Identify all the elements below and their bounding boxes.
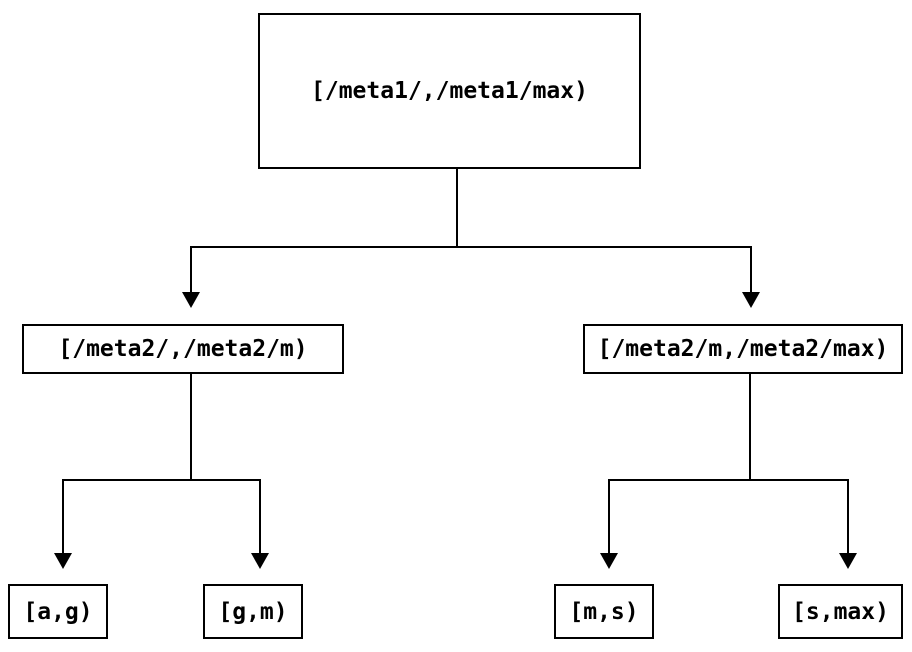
- node-label: [m,s): [569, 598, 639, 625]
- node-label: [a,g): [23, 598, 93, 625]
- tree-node-leaf-smax: [s,max): [778, 584, 903, 639]
- arrow-down-icon: [251, 553, 269, 569]
- right-branch: [600, 374, 857, 569]
- arrow-down-icon: [182, 292, 200, 308]
- arrow-down-icon: [742, 292, 760, 308]
- node-label: [g,m): [218, 598, 288, 625]
- tree-node-meta2-left: [/meta2/,/meta2/m): [22, 324, 344, 374]
- node-label: [/meta2/,/meta2/m): [58, 336, 308, 362]
- node-label: [/meta1/,/meta1/max): [311, 78, 588, 104]
- node-label: [/meta2/m,/meta2/max): [597, 336, 889, 362]
- root-branch: [182, 169, 760, 308]
- node-label: [s,max): [792, 598, 889, 625]
- tree-node-leaf-ag: [a,g): [8, 584, 108, 639]
- arrow-down-icon: [54, 553, 72, 569]
- tree-node-root: [/meta1/,/meta1/max): [258, 13, 641, 169]
- left-branch: [54, 374, 269, 569]
- arrow-down-icon: [600, 553, 618, 569]
- tree-node-leaf-ms: [m,s): [554, 584, 654, 639]
- arrow-down-icon: [839, 553, 857, 569]
- tree-node-meta2-right: [/meta2/m,/meta2/max): [583, 324, 903, 374]
- tree-node-leaf-gm: [g,m): [203, 584, 303, 639]
